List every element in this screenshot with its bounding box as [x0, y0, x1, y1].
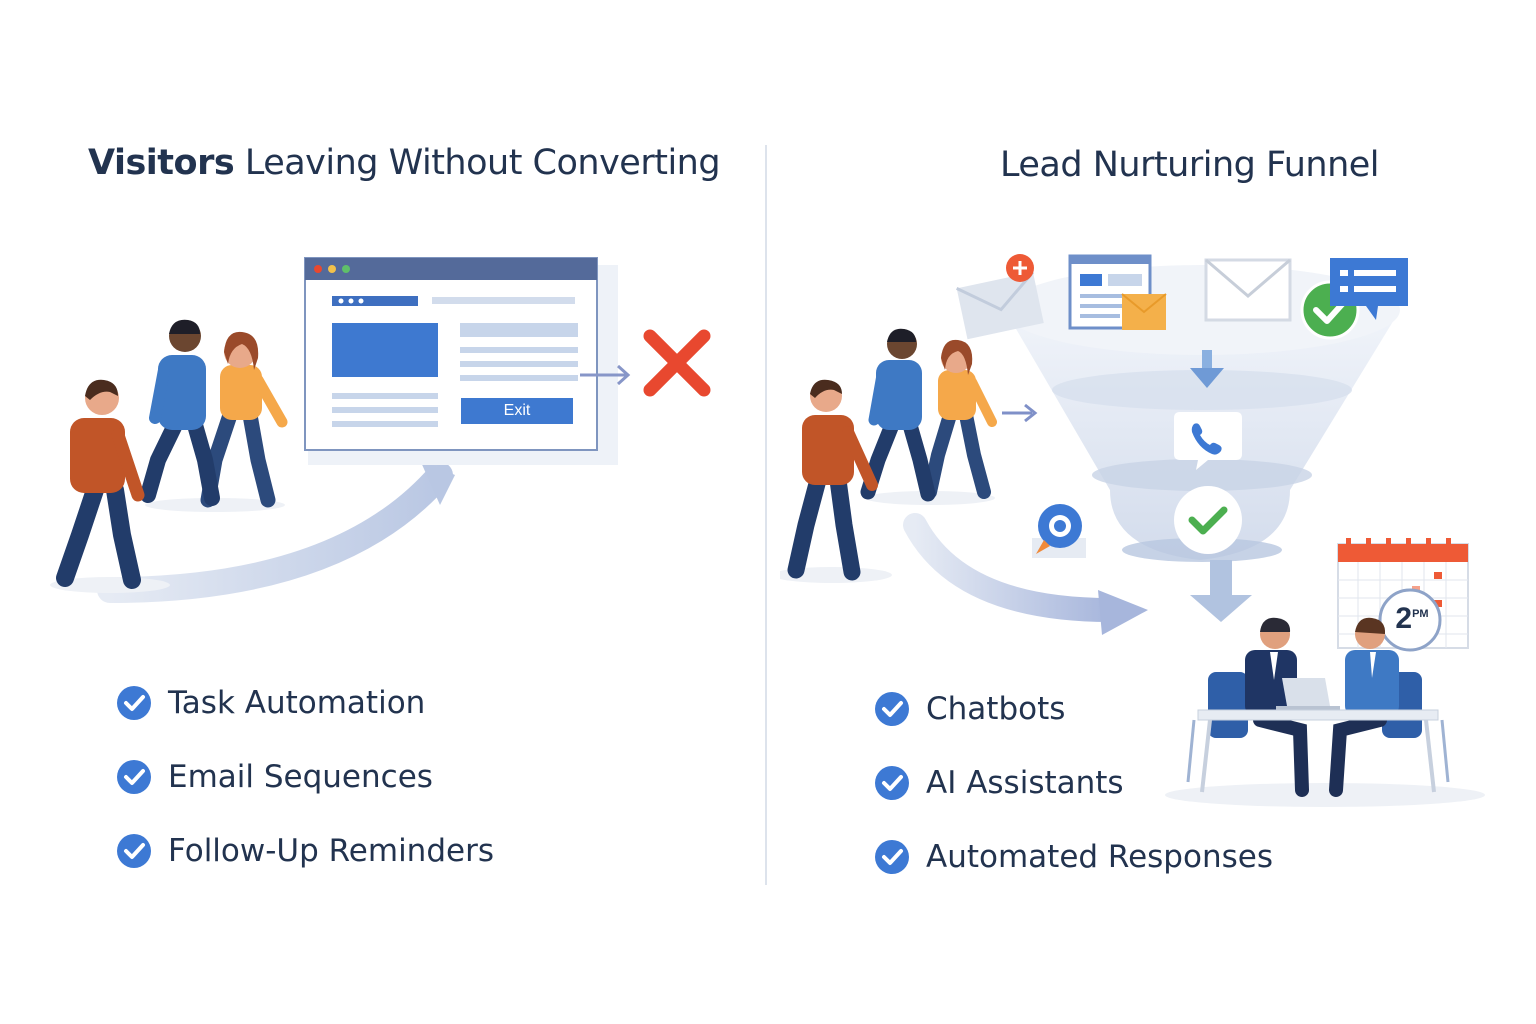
list-item: Email Sequences: [116, 740, 494, 814]
list-item-label: Email Sequences: [168, 759, 433, 795]
list-item: Chatbots: [874, 672, 1273, 746]
check-circle-icon: [875, 840, 909, 874]
list-item: AI Assistants: [874, 746, 1273, 820]
exit-button[interactable]: Exit: [461, 398, 573, 424]
calendar-time-hour: 2: [1395, 602, 1413, 635]
minimize-dot-icon: [328, 265, 336, 273]
check-circle-icon: [117, 686, 151, 720]
list-item-label: Follow-Up Reminders: [168, 833, 494, 869]
webpage-document-icon: [1068, 254, 1167, 330]
left-title-bold: Visitors: [88, 143, 235, 183]
list-item: Follow-Up Reminders: [116, 814, 494, 888]
list-item-label: Chatbots: [926, 691, 1066, 727]
right-checklist: Chatbots AI Assistants Automated Respons…: [874, 672, 1273, 894]
list-item: Task Automation: [116, 666, 494, 740]
panel-divider: [765, 145, 767, 885]
email-add-icon: [956, 254, 1044, 340]
calendar-time-label: 2PM: [1384, 602, 1440, 636]
check-circle-icon: [875, 766, 909, 800]
phone-icon: [1174, 412, 1242, 470]
left-checklist: Task Automation Email Sequences Follow-U…: [116, 666, 494, 888]
walking-man-red-figure: [56, 379, 145, 589]
calendar-time-suffix: PM: [1412, 608, 1429, 620]
reject-x-icon: [643, 329, 711, 397]
list-item: Automated Responses: [874, 820, 1273, 894]
exit-button-label: Exit: [503, 402, 531, 419]
browser-window: [304, 257, 618, 465]
exit-arrow-icon: [580, 364, 631, 386]
check-circle-icon: [875, 692, 909, 726]
right-title: Lead Nurturing Funnel: [1000, 145, 1380, 185]
maximize-dot-icon: [342, 265, 350, 273]
close-dot-icon: [314, 265, 322, 273]
list-item-label: AI Assistants: [926, 765, 1124, 801]
leaving-visitors-illustration: [50, 319, 455, 603]
list-item-label: Task Automation: [168, 685, 426, 721]
support-chat-icon: [1032, 504, 1086, 558]
walking-man-blue-figure: [140, 319, 220, 506]
list-item-label: Automated Responses: [926, 839, 1273, 875]
check-circle-icon: [117, 834, 151, 868]
incoming-visitors-illustration: [780, 328, 1148, 635]
check-circle-icon: [117, 760, 151, 794]
left-title-rest: Leaving Without Converting: [244, 143, 721, 183]
left-title: Visitors Leaving Without Converting: [88, 143, 721, 183]
sales-meeting-illustration: [1165, 617, 1485, 807]
walking-woman-figure: [200, 331, 288, 508]
funnel-check-icon: [1174, 486, 1242, 554]
chat-bubble-icon: [1330, 258, 1408, 320]
